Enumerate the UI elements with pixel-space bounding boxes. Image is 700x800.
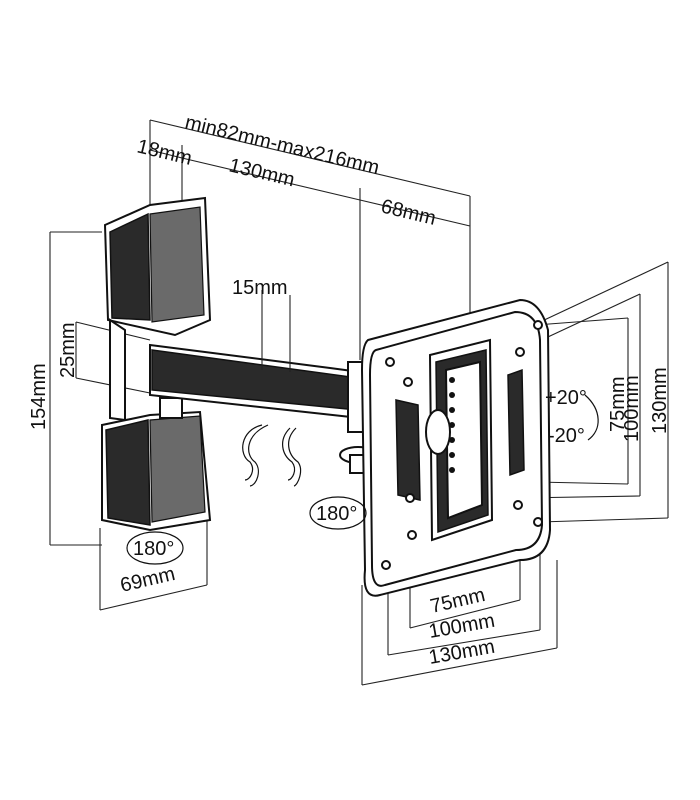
tilt-down-label: -20° [548, 425, 585, 447]
cable-hooks [242, 290, 302, 487]
tilt-arrow-icon [584, 394, 599, 441]
hook-spacing-label: 15mm [232, 277, 288, 299]
swivel-plate-label: 180° [316, 503, 357, 525]
arm-height-label: 25mm [57, 322, 79, 378]
top-dimension-lines [149, 119, 471, 360]
tilt-up-label: +20° [545, 387, 587, 409]
rotation-indicators [126, 394, 599, 565]
swivel-plate-arrow-icon [309, 496, 367, 530]
vesa-v-100-label: 100mm [621, 375, 643, 442]
wall-plate-depth-label: 18mm [135, 135, 194, 169]
vesa-v-130-label: 130mm [649, 367, 671, 434]
wall-plate-width-label: 69mm [118, 563, 177, 597]
wall-plate [101, 196, 212, 532]
vesa-v-75-label: 75mm [607, 376, 629, 432]
swivel-wall-arrow-icon [126, 531, 184, 565]
arm-length-label: 130mm [227, 154, 297, 191]
wall-plate-height-label: 154mm [28, 363, 50, 430]
tv-mount-plate [360, 298, 552, 597]
swing-arm [149, 343, 377, 474]
plate-offset-label: 68mm [379, 195, 438, 229]
swivel-wall-label: 180° [133, 538, 174, 560]
